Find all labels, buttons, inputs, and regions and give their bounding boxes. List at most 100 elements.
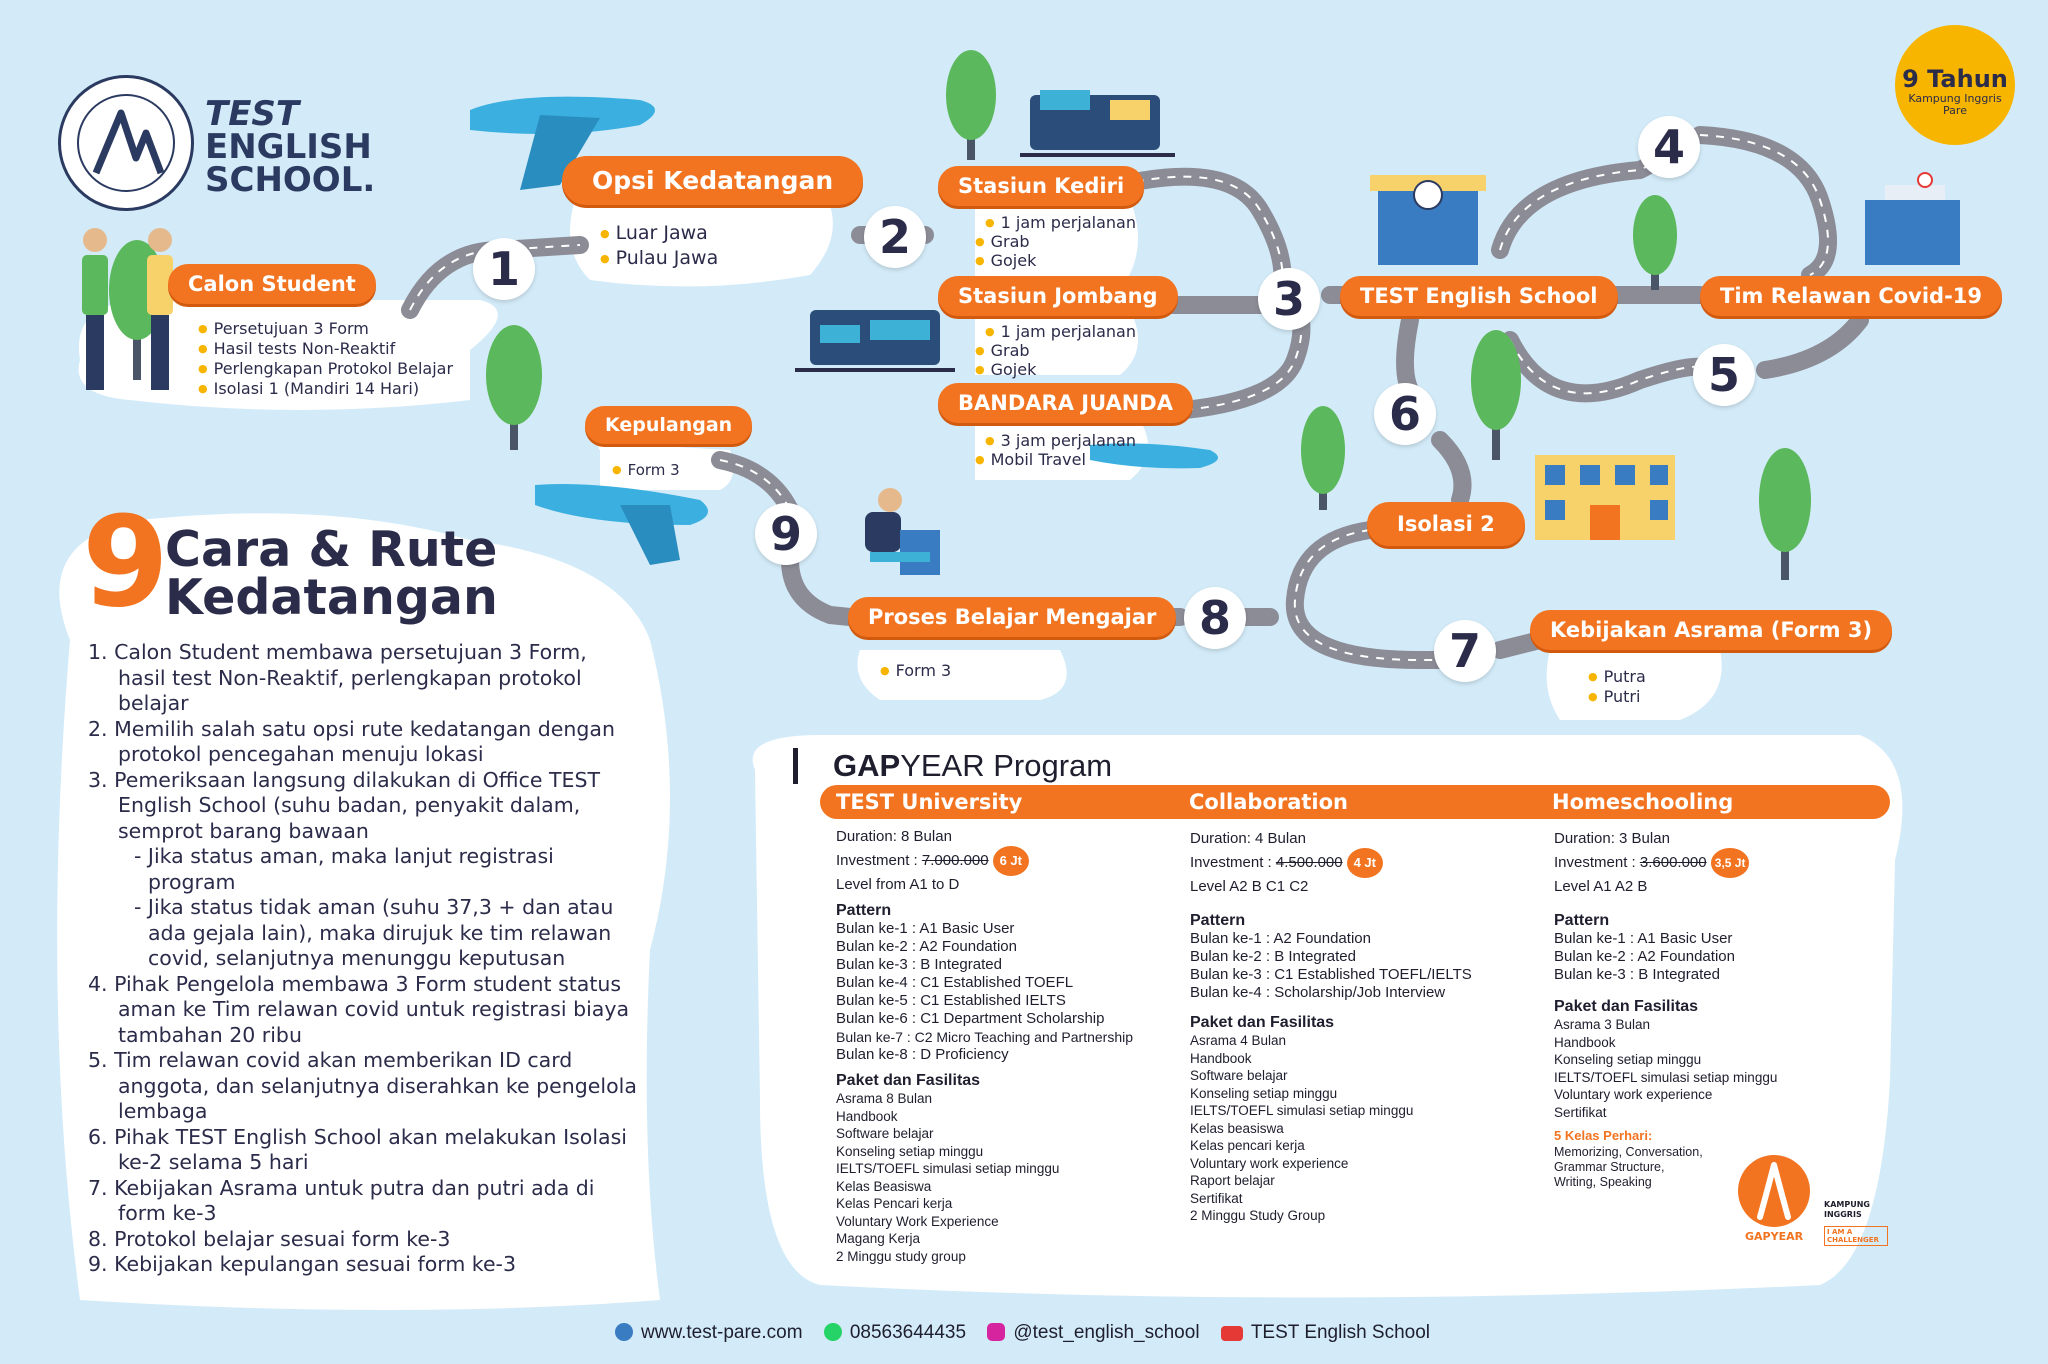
route-number-9: 9 [755,503,817,565]
column-collaboration: Duration: 4 Bulan Investment : 4.500.000… [1190,830,1530,1225]
extra-item: Writing, Speaking [1554,1175,1652,1189]
pattern-item: Bulan ke-1 : A1 Basic User [1554,930,1733,947]
school-seal-logo [58,75,194,211]
gapyear-logo [1738,1155,1810,1227]
facility-item: Asrama 4 Bulan [1190,1033,1287,1048]
extra-title: 5 Kelas Perhari: [1554,1128,1653,1143]
pattern-item: Bulan ke-1 : A2 Foundation [1190,930,1371,947]
list-item: Form 3 [880,662,952,682]
challenger-badge: I AM A CHALLENGER [1824,1226,1888,1246]
brand-line-3: SCHOOL. [205,160,376,200]
gapyear-title-rest: YEAR Program [900,748,1113,783]
facility-item: Asrama 3 Bulan [1554,1017,1651,1032]
youtube-link[interactable]: TEST English School [1220,1322,1438,1343]
pattern-title: Pattern [836,902,892,919]
step-item: 8. Protokol belajar sesuai form ke-3 [88,1226,451,1251]
anniversary-sub-2: Pare [1943,104,1967,117]
list-item: Perlengkapan Protokol Belajar [198,360,453,380]
pattern-item: Bulan ke-2 : A2 Foundation [1554,948,1735,965]
facility-item: Handbook [1554,1034,1616,1050]
route-number-2: 2 [864,206,926,268]
list-item: Putri [1588,688,1646,708]
facility-item: Konseling setiap minggu [1554,1052,1702,1067]
brand-line-2: ENGLISH [205,127,372,167]
facilities-title: Paket dan Fasilitas [1554,998,1699,1015]
step-item: 3. Pemeriksaan langsung dilakukan di Off… [88,767,601,843]
anniversary-badge: 9 Tahun Kampung Inggris Pare [1895,25,2015,145]
step-item: 2. Memilih salah satu opsi rute kedatang… [88,716,615,767]
list-item: Form 3 [612,461,680,481]
facility-item: Voluntary Work Experience [836,1213,999,1229]
investment-label: Investment : [836,851,922,869]
facility-item: Asrama 8 Bulan [836,1091,933,1106]
list-item: 1 jam perjalanan [975,214,1136,233]
route-number-7: 7 [1434,620,1496,682]
youtube-icon [1220,1326,1243,1341]
node-test-english-school: TEST English School [1340,276,1618,316]
kepulangan-items: Form 3 [612,461,680,481]
node-isolasi-2: Isolasi 2 [1367,502,1525,546]
website-text: www.test-pare.com [641,1322,803,1343]
pattern-item: Bulan ke-3 : B Integrated [1554,966,1720,983]
bandara-juanda-items: 3 jam perjalanan Mobil Travel [975,432,1136,470]
gapyear-title-bar [793,748,798,784]
brand-line-1: TEST [205,94,300,134]
step-item: 9. Kebijakan kepulangan sesuai form ke-3 [88,1252,516,1276]
level: Level A1 A2 B [1554,878,1648,895]
gapyear-logo-text: GAPYEAR [1745,1230,1804,1243]
facility-item: Kelas pencari kerja [1190,1138,1305,1153]
kebijakan-asrama-items: Putra Putri [1588,668,1646,708]
node-kepulangan: Kepulangan [585,406,753,444]
youtube-text: TEST English School [1250,1322,1431,1343]
opsi-kedatangan-items: Luar Jawa Pulau Jawa [600,222,719,272]
headline-line-2: Kedatangan [165,569,498,626]
facility-item: IELTS/TOEFL simulasi setiap minggu [1554,1069,1778,1085]
facility-item: Kelas beasiswa [1190,1120,1284,1136]
gapyear-title-bold: GAP [833,748,901,783]
step-item: 1. Calon Student membawa persetujuan 3 F… [88,640,587,715]
gapyear-figure-icon [1757,1162,1791,1220]
whatsapp-icon [823,1323,842,1341]
old-price: 4.500.000 [1275,853,1343,871]
gapyear-title: GAPYEAR Program [833,748,1112,784]
duration: Duration: 3 Bulan [1554,830,1670,847]
node-stasiun-jombang: Stasiun Jombang [938,276,1178,316]
column-homeschooling: Duration: 3 Bulan Investment : 3.600.000… [1554,830,1874,1190]
column-test-university: Duration: 8 Bulan Investment : 7.000.000… [836,828,1166,1265]
extra-item: Memorizing, Conversation, [1554,1145,1703,1159]
facility-item: Konseling setiap minggu [1190,1085,1338,1101]
list-item: Luar Jawa [600,222,718,247]
route-number-8: 8 [1184,587,1246,649]
pattern-item: Bulan ke-7 : C2 Micro Teaching and Partn… [836,1029,1134,1045]
list-item: Hasil tests Non-Reaktif [198,340,453,360]
level: Level from A1 to D [836,876,960,893]
headline-number: 9 [82,490,169,635]
seal-emblem-icon [77,94,175,192]
stasiun-kediri-items: 1 jam perjalanan Grab Gojek [975,214,1136,271]
list-item: Isolasi 1 (Mandiri 14 Hari) [198,380,453,400]
facility-item: IELTS/TOEFL simulasi setiap minggu [836,1161,1060,1176]
facility-item: Sertifikat [1190,1190,1243,1206]
pattern-item: Bulan ke-2 : B Integrated [1190,948,1356,965]
pattern-item: Bulan ke-2 : A2 Foundation [836,938,1017,955]
list-item: Persetujuan 3 Form [198,320,453,340]
logo-side-2: INGGRIS [1824,1210,1862,1219]
investment-row: Investment : 3.600.000 3,5 Jt [1554,848,1874,878]
pattern-item: Bulan ke-4 : Scholarship/Job Interview [1190,984,1446,1001]
facilities-title: Paket dan Fasilitas [836,1072,981,1089]
step-sub-item: - Jika status aman, maka lanjut registra… [134,844,554,894]
step-item: 7. Kebijakan Asrama untuk putra dan putr… [88,1175,595,1226]
list-item: 1 jam perjalanan [975,323,1136,342]
pattern-item: Bulan ke-3 : C1 Established TOEFL/IELTS [1190,966,1472,983]
whatsapp-link[interactable]: 08563644435 [823,1322,974,1343]
brand-name: TEST ENGLISH SCHOOL. [205,94,376,200]
list-item: Grab [975,342,1136,361]
investment-label: Investment : [1554,853,1640,871]
stasiun-jombang-items: 1 jam perjalanan Grab Gojek [975,323,1136,380]
website-link[interactable]: www.test-pare.com [615,1322,811,1343]
route-number-4: 4 [1638,116,1700,178]
facility-item: IELTS/TOEFL simulasi setiap minggu [1190,1103,1414,1118]
route-number-5: 5 [1693,344,1755,406]
whatsapp-text: 08563644435 [849,1322,967,1343]
instagram-link[interactable]: @test_english_school [987,1322,1207,1343]
